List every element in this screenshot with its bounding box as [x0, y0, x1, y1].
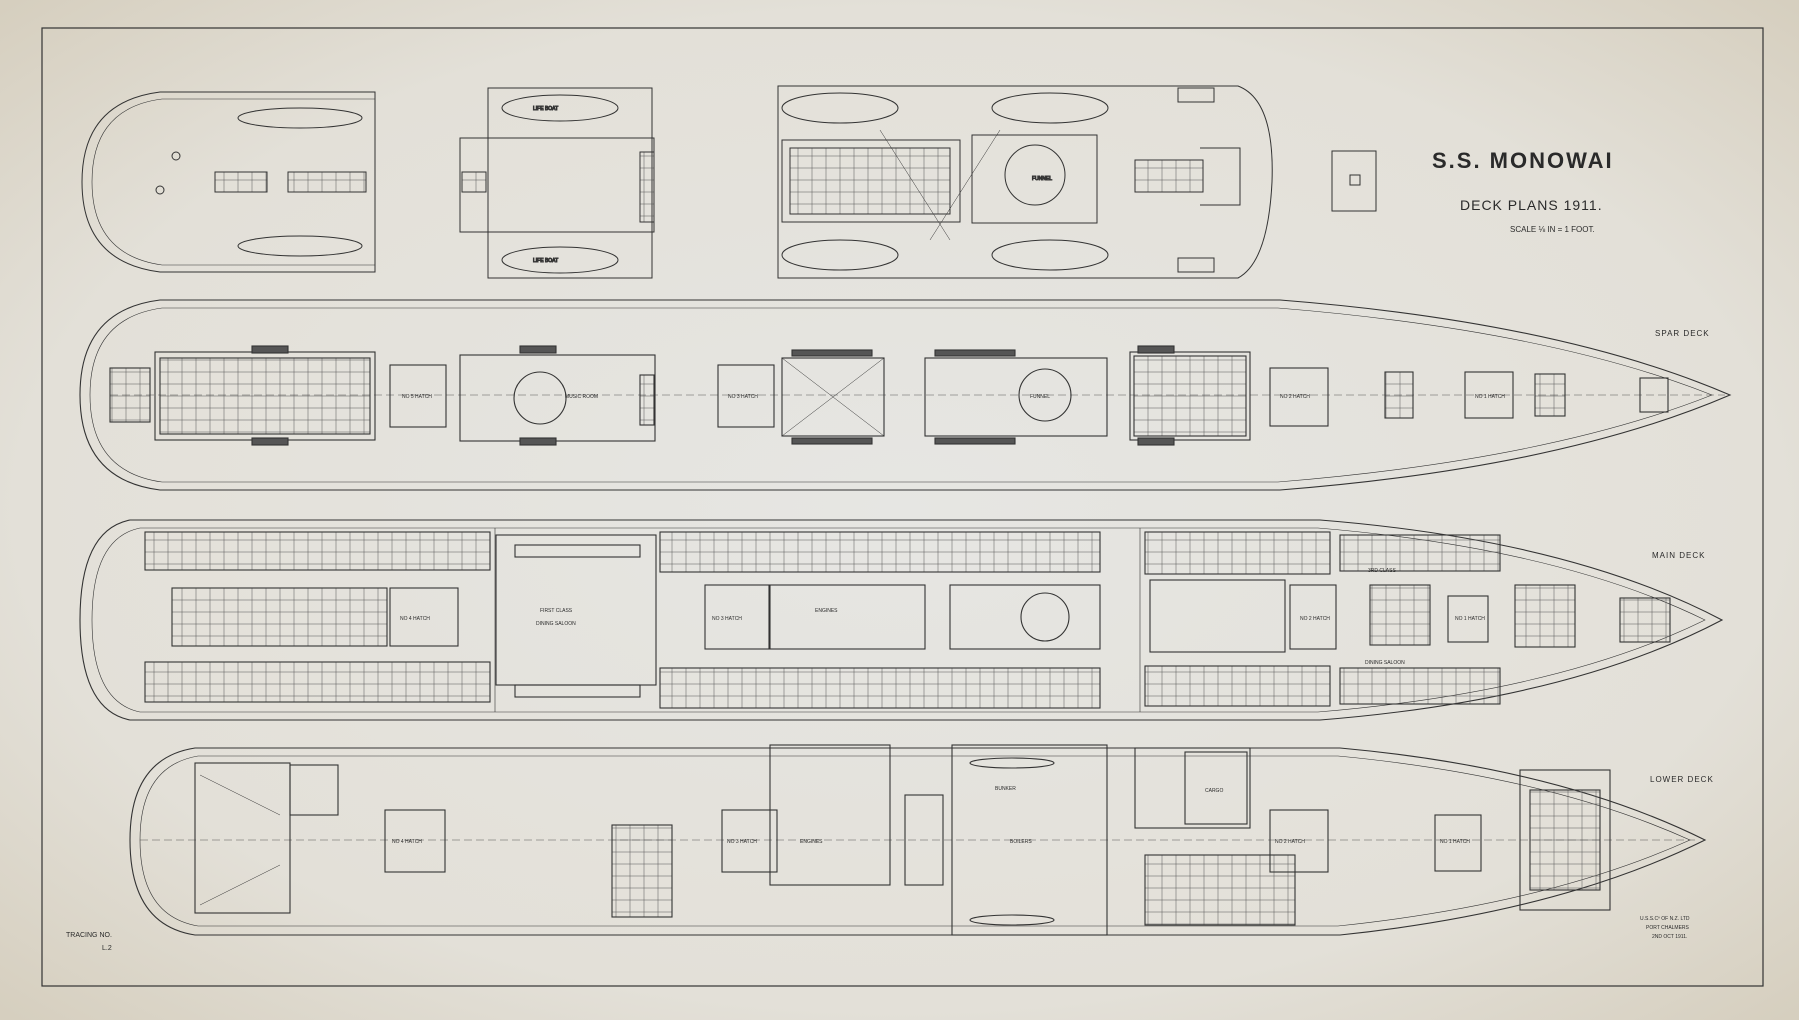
boat-deck-forward: FUNNEL: [777, 85, 1273, 279]
first-class-label: FIRST CLASS: [540, 608, 573, 614]
spar-hatch3-label: NO 3 HATCH: [728, 394, 758, 400]
lower-deck-label: LOWER DECK: [1650, 775, 1714, 784]
dining-saloon-label-1: DINING SALOON: [536, 621, 576, 627]
lifeboat-label-2: LIFE BOAT: [533, 258, 558, 264]
drawing-border: [41, 27, 1764, 987]
lower-engines-label: ENGINES: [800, 839, 823, 845]
cargo-label: CARGO: [1205, 788, 1223, 794]
tracing-number-value: L.2: [102, 945, 112, 952]
maker-line-2: PORT CHALMERS: [1646, 925, 1690, 931]
main-engines-label: ENGINES: [815, 608, 838, 614]
main-hatch3-label: NO 3 HATCH: [712, 616, 742, 622]
dining-saloon-label-2: DINING SALOON: [1365, 660, 1405, 666]
boilers-label: BOILERS: [1010, 839, 1032, 845]
spar-deck-plan: [79, 299, 1732, 491]
lower-hatch3-label: NO 3 HATCH: [727, 839, 757, 845]
drawing-subtitle: DECK PLANS 1911.: [1460, 197, 1603, 213]
drawing-title: S.S. MONOWAI: [1432, 148, 1614, 173]
main-hatch1-label: NO 1 HATCH: [1455, 616, 1485, 622]
main-hatch4-label: NO 4 HATCH: [400, 616, 430, 622]
maker-line-1: U.S.S.Cº OF N.Z. LTD: [1640, 916, 1690, 922]
spar-hatch2-label: NO 2 HATCH: [1280, 394, 1310, 400]
boat-deck-middle: LIFE BOAT LIFE BOAT: [459, 87, 655, 279]
drawing-scale: SCALE ⅛ IN = 1 FOOT.: [1510, 225, 1595, 234]
tracing-number-label: TRACING NO.: [66, 932, 112, 939]
maker-line-3: 2ND OCT 1911.: [1652, 934, 1687, 940]
funnel-label-top: FUNNEL: [1032, 176, 1052, 182]
main-hatch2-label: NO 2 HATCH: [1300, 616, 1330, 622]
boat-deck-aft: [81, 91, 376, 273]
music-room-label: MUSIC ROOM: [565, 394, 598, 400]
spar-hatch1-label: NO 1 HATCH: [1475, 394, 1505, 400]
spar-hatch5-label: NO 5 HATCH: [402, 394, 432, 400]
spar-deck-label: SPAR DECK: [1655, 329, 1710, 338]
third-class-label: 3RD CLASS: [1368, 568, 1396, 574]
lower-hatch2-label: NO 2 HATCH: [1275, 839, 1305, 845]
bunker-label: BUNKER: [995, 786, 1016, 792]
lower-hatch1-label: NO 1 HATCH: [1440, 839, 1470, 845]
lower-deck-plan: [129, 744, 1707, 936]
lifeboat-label-1: LIFE BOAT: [533, 106, 558, 112]
spar-funnel-label: FUNNEL: [1030, 394, 1050, 400]
main-deck-plan: [79, 519, 1724, 721]
compass-platform: [1331, 150, 1377, 212]
lower-hatch4-label: NO 4 HATCH: [392, 839, 422, 845]
main-deck-label: MAIN DECK: [1652, 551, 1705, 560]
